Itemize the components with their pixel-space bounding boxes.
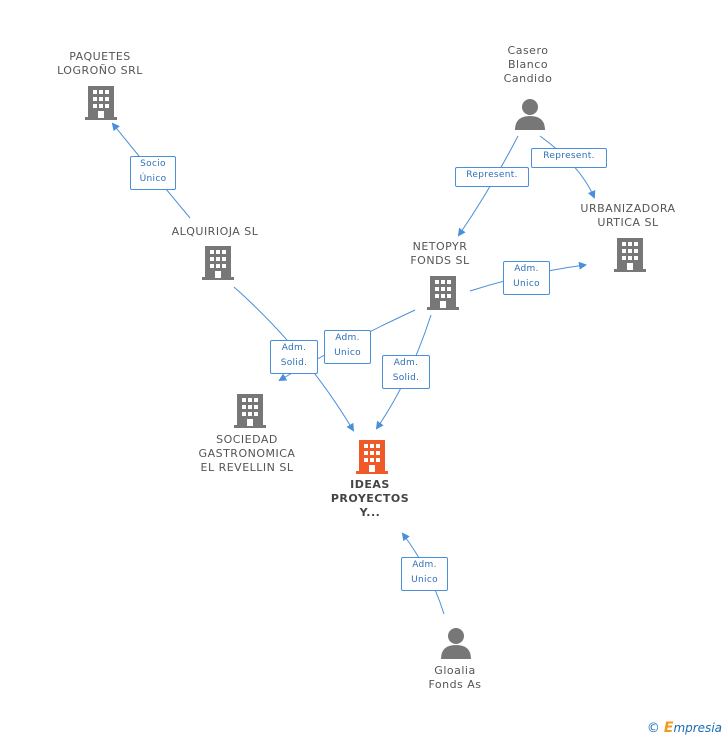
- edge-tag-adm-solid[interactable]: Adm. Solid.: [270, 340, 318, 374]
- building-icon[interactable]: [85, 86, 117, 124]
- edge-tag-represent[interactable]: Represent.: [531, 148, 607, 168]
- person-icon[interactable]: [441, 627, 471, 663]
- node-label-sociedad[interactable]: SOCIEDAD GASTRONOMICA EL REVELLIN SL: [198, 433, 296, 474]
- edge-tag-represent[interactable]: Represent.: [455, 167, 529, 187]
- building-icon[interactable]: [614, 238, 646, 276]
- edge-tag-socio-unico[interactable]: Socio Único: [130, 156, 176, 190]
- building-main-icon[interactable]: [356, 440, 388, 478]
- edge-tag-adm-solid[interactable]: Adm. Solid.: [382, 355, 430, 389]
- node-label-urbanizadora[interactable]: URBANIZADORA URTICA SL: [580, 202, 676, 229]
- brand-initial: E: [663, 720, 674, 736]
- building-icon[interactable]: [427, 276, 459, 314]
- edge-tag-adm-unico[interactable]: Adm. Unico: [401, 557, 448, 591]
- building-icon[interactable]: [234, 394, 266, 432]
- node-label-ideas[interactable]: IDEAS PROYECTOS Y...: [330, 478, 410, 519]
- brand-name: mpresia: [673, 721, 722, 735]
- node-label-casero[interactable]: Casero Blanco Candido: [503, 44, 553, 85]
- node-label-gloalia[interactable]: Gloalia Fonds As: [428, 664, 482, 691]
- node-label-alquirioja[interactable]: ALQUIRIOJA SL: [171, 225, 259, 238]
- copyright-symbol: ©: [646, 721, 660, 736]
- edge-casero-netopyr: [457, 135, 519, 237]
- empresia-credit[interactable]: ©Empresia: [647, 720, 722, 736]
- person-icon[interactable]: [515, 98, 545, 134]
- edge-tag-adm-unico[interactable]: Adm. Unico: [503, 261, 550, 295]
- building-icon[interactable]: [202, 246, 234, 284]
- edge-tag-adm-unico[interactable]: Adm. Unico: [324, 330, 371, 364]
- node-label-netopyr[interactable]: NETOPYR FONDS SL: [410, 240, 470, 267]
- node-label-paquetes[interactable]: PAQUETES LOGROÑO SRL: [57, 50, 143, 77]
